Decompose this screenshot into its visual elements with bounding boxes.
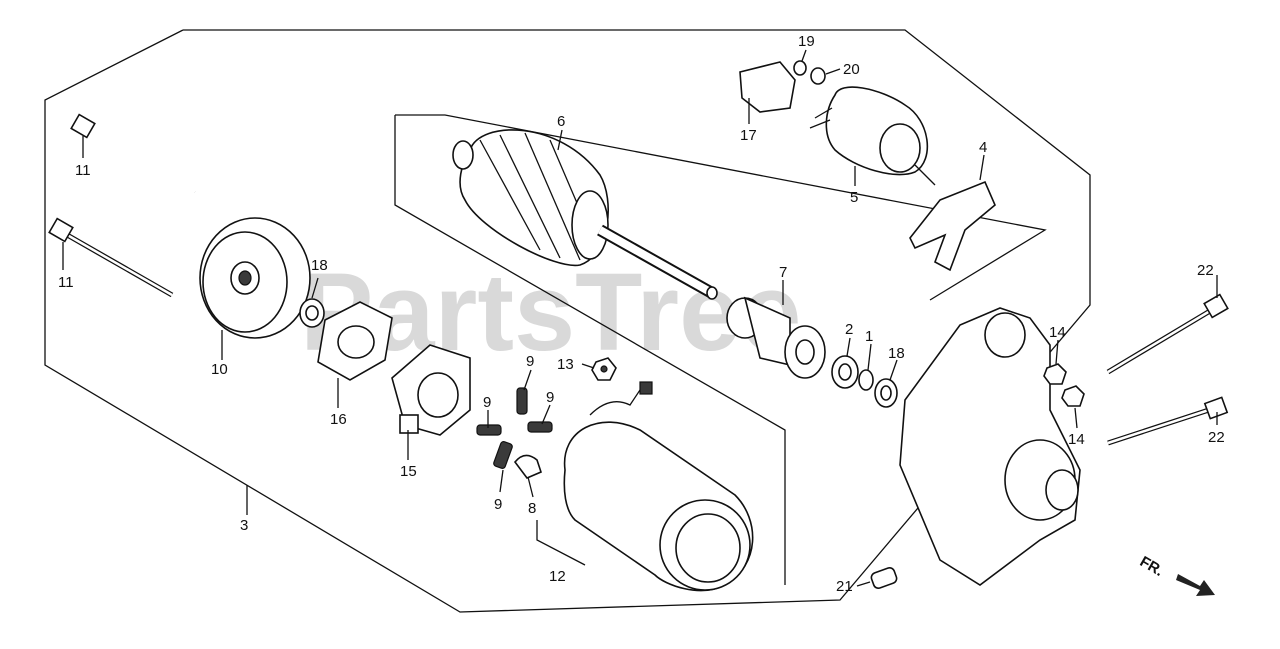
solenoid-5[interactable]	[809, 86, 936, 186]
callout-18b[interactable]: 18	[888, 345, 905, 362]
spring-9-a[interactable]	[476, 424, 502, 436]
callout-4[interactable]: 4	[979, 139, 987, 156]
bearing-18-right[interactable]	[874, 378, 898, 408]
callout-9a[interactable]: 9	[526, 353, 534, 370]
callout-2[interactable]: 2	[845, 321, 853, 338]
callout-5[interactable]: 5	[850, 189, 858, 206]
brush-8[interactable]	[513, 454, 542, 479]
brush-holder-15[interactable]	[391, 344, 471, 436]
callout-21[interactable]: 21	[836, 578, 853, 595]
callout-9c[interactable]: 9	[546, 389, 554, 406]
callout-labels: 1 2 3 4 5 6 7 8 9 9 9 9 10 11 11 12 13 1…	[58, 33, 1225, 595]
callout-16[interactable]: 16	[330, 411, 347, 428]
callout-9d[interactable]: 9	[494, 496, 502, 513]
callout-14a[interactable]: 14	[1049, 324, 1066, 341]
o-ring-20[interactable]	[810, 67, 826, 85]
spring-9-b[interactable]	[516, 387, 528, 415]
nut-14-lower[interactable]	[1061, 385, 1085, 407]
callout-15[interactable]: 15	[400, 463, 417, 480]
callout-12[interactable]: 12	[549, 568, 566, 585]
callout-13[interactable]: 13	[557, 356, 574, 373]
dowel-pin-21[interactable]	[870, 566, 898, 590]
armature-box-lower	[394, 115, 786, 585]
callout-8[interactable]: 8	[528, 500, 536, 517]
yoke-12[interactable]	[563, 381, 754, 592]
solenoid-cover-17[interactable]	[739, 61, 796, 113]
front-arrow-icon	[1176, 574, 1215, 596]
callout-14b[interactable]: 14	[1068, 431, 1085, 448]
spring-9-d[interactable]	[493, 440, 513, 470]
armature-6[interactable]	[452, 129, 718, 300]
callout-10[interactable]: 10	[211, 361, 228, 378]
leader-lines	[62, 49, 1218, 587]
nut-14-upper[interactable]	[1043, 363, 1067, 385]
brush-plate-16[interactable]	[317, 301, 393, 381]
callout-20[interactable]: 20	[843, 61, 860, 78]
callout-7[interactable]: 7	[779, 264, 787, 281]
stop-ring-2[interactable]	[831, 355, 859, 389]
svg-text:FR.: FR.	[1137, 553, 1166, 580]
callout-11a[interactable]: 11	[75, 162, 91, 179]
assembly-boundary	[44, 29, 1091, 613]
callout-22a[interactable]: 22	[1197, 262, 1214, 279]
front-housing[interactable]	[899, 307, 1081, 586]
callout-6[interactable]: 6	[557, 113, 565, 130]
callout-11b[interactable]: 11	[58, 274, 74, 291]
bearing-18-left[interactable]	[299, 298, 325, 328]
rear-cover-10[interactable]	[199, 217, 311, 339]
spring-9-c[interactable]	[527, 421, 553, 433]
bolt-11-upper[interactable]	[70, 113, 196, 194]
nut-13[interactable]	[591, 357, 617, 381]
callout-17[interactable]: 17	[740, 127, 757, 144]
callout-9b[interactable]: 9	[483, 394, 491, 411]
armature-box	[395, 114, 1047, 301]
bolt-22-upper[interactable]	[1106, 293, 1229, 375]
washer-19[interactable]	[793, 60, 807, 76]
callout-18a[interactable]: 18	[311, 257, 328, 274]
pinion-clutch-7[interactable]	[726, 296, 826, 379]
callout-3[interactable]: 3	[240, 517, 248, 534]
callout-22b[interactable]: 22	[1208, 429, 1225, 446]
bolt-11-lower[interactable]	[48, 217, 174, 298]
shift-lever-4[interactable]	[909, 180, 996, 272]
bolt-22-lower[interactable]	[1107, 396, 1229, 446]
snap-ring-1[interactable]	[858, 369, 874, 391]
callout-1[interactable]: 1	[865, 328, 873, 345]
callout-19[interactable]: 19	[798, 33, 815, 50]
front-direction-indicator: FR.	[1137, 553, 1215, 596]
